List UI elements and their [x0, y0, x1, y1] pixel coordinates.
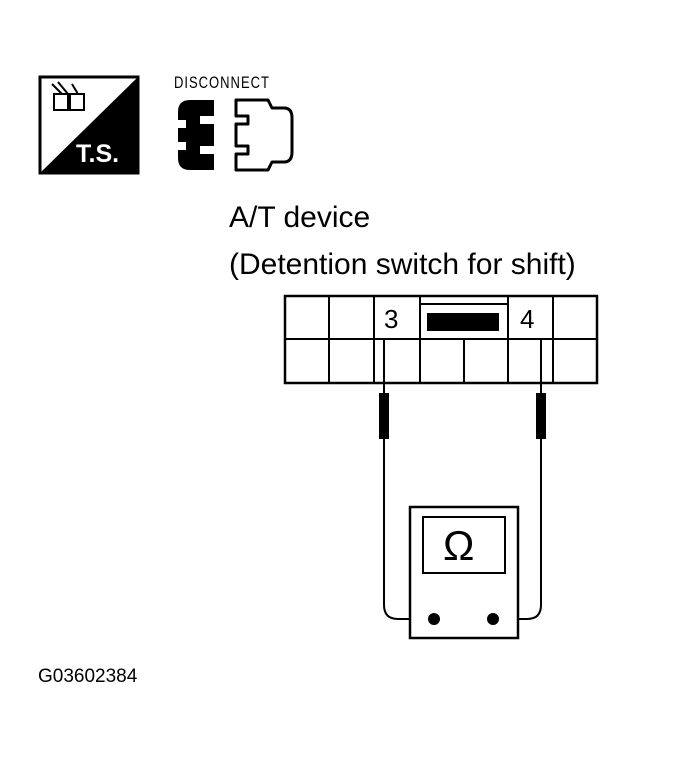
figure-code: G03602384 [38, 666, 138, 687]
test-symbol-label: T.S. [76, 140, 120, 168]
ohmmeter [408, 505, 520, 640]
test-probe-right [493, 340, 546, 620]
device-subtitle: (Detention switch for shift) [229, 248, 576, 281]
disconnect-connector-icon [178, 98, 294, 172]
ohm-symbol: Ω [443, 522, 475, 569]
device-title: A/T device [229, 201, 371, 234]
pin-label-3: 3 [384, 304, 399, 334]
tester-probe-icon [38, 75, 140, 175]
test-probe-left [379, 340, 434, 620]
pin-label-4: 4 [520, 304, 535, 334]
meter-terminal-left [428, 613, 440, 625]
disconnect-label: DISCONNECT [174, 73, 270, 92]
connector-lock-tab [427, 313, 499, 331]
meter-terminal-right [487, 613, 499, 625]
connector-block [283, 294, 599, 385]
